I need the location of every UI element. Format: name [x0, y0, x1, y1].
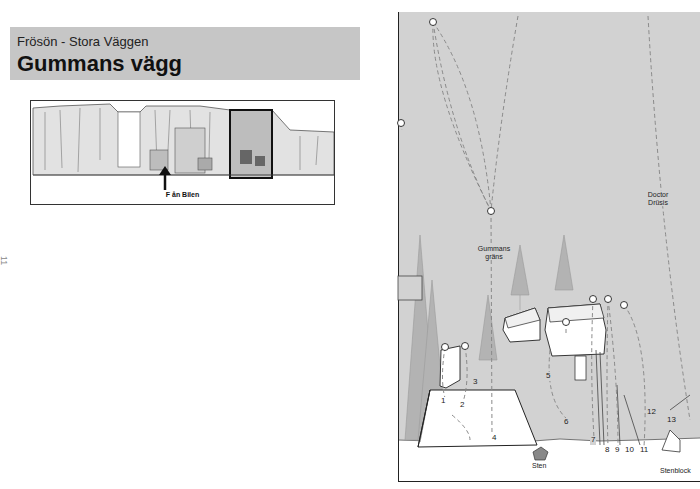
access-note: F ån Bilen	[31, 191, 334, 198]
route-number: 12	[646, 408, 657, 417]
route-number: 10	[624, 446, 635, 455]
route-number: 1	[440, 397, 446, 406]
route-number: 5	[545, 372, 551, 381]
route-number: 3	[472, 378, 478, 387]
route-number: 9	[614, 446, 620, 455]
route-number: 2	[459, 401, 465, 410]
route-number: 8	[604, 446, 610, 455]
overview-box: F ån Bilen	[30, 100, 335, 205]
page-title: Gummans vägg	[17, 51, 182, 77]
page-number: 11	[0, 255, 8, 266]
route-number: 11	[639, 446, 649, 455]
subtitle: Frösön - Stora Väggen	[17, 34, 149, 49]
overview-sketch	[33, 104, 334, 190]
route-number: 13	[666, 416, 677, 425]
title-band: Frösön - Stora VäggenGummans vägg	[10, 27, 360, 80]
route-number: 6	[563, 418, 569, 427]
rock-label: Sten	[531, 462, 547, 470]
route-name: Doctor Drüsis	[640, 191, 676, 206]
route-number: 7	[590, 436, 596, 445]
route-name: Gummans gräns	[475, 245, 513, 260]
rock-label: Stenblock	[659, 467, 692, 475]
route-number: 4	[491, 434, 497, 443]
wall-panel	[398, 12, 700, 482]
